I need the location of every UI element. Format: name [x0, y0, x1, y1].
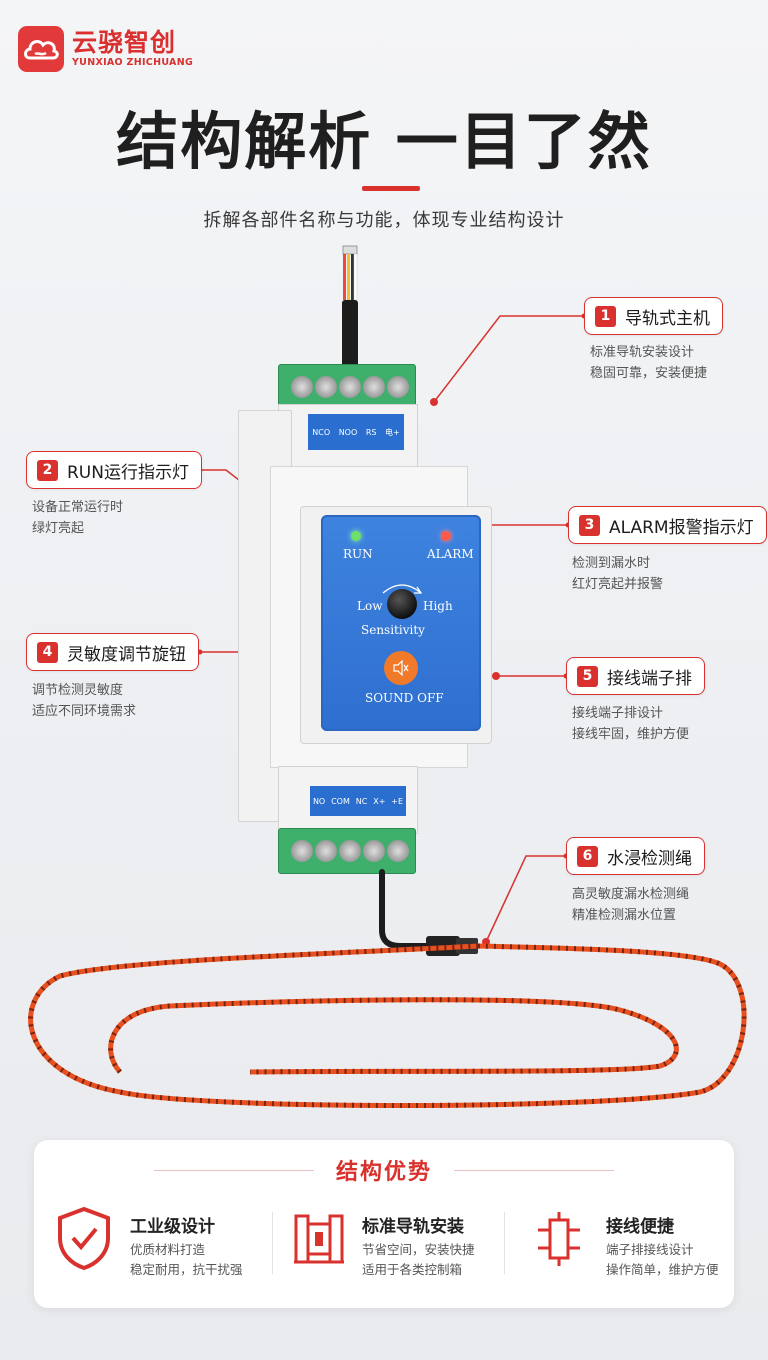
high-label: High [423, 599, 453, 613]
terminal-screw [315, 376, 337, 398]
callout-terminal-block: 5 接线端子排 [566, 657, 705, 695]
top-terminal-block [278, 364, 416, 410]
brand-logo: 云骁智创 YUNXIAO ZHICHUANG [18, 26, 193, 72]
title-line-right [454, 1170, 614, 1171]
terminal-screw [339, 840, 361, 862]
bottom-terminal-block [278, 828, 416, 874]
advantage-title: 标准导轨安装 [362, 1217, 464, 1237]
title-line-left [154, 1170, 314, 1171]
callout-water-rope: 6 水浸检测绳 [566, 837, 705, 875]
sound-off-label: SOUND OFF [365, 691, 444, 705]
leader-line-1 [433, 315, 584, 403]
sound-off-button[interactable] [384, 651, 418, 685]
shield-check-icon [58, 1206, 110, 1271]
page-title: 结构解析 一目了然 [116, 105, 652, 178]
callout-label: 导轨式主机 [625, 308, 710, 329]
callout-run-indicator: 2 RUN运行指示灯 [26, 451, 202, 489]
callout-desc-2: 设备正常运行时 绿灯亮起 [32, 500, 124, 536]
run-label: RUN [343, 547, 373, 561]
terminal-connector-icon [538, 1212, 580, 1266]
advantage-item-industrial [54, 1206, 114, 1274]
top-terminal-labels: NCO NOO RS 电+ [308, 414, 404, 450]
callout-number: 1 [595, 305, 616, 327]
callout-desc-5: 接线端子排设计 接线牢固，维护方便 [572, 706, 690, 742]
terminal-screw [291, 376, 313, 398]
run-led [351, 531, 361, 541]
water-detection-rope [28, 869, 747, 1108]
callout-rail-host: 1 导轨式主机 [584, 297, 723, 335]
speaker-mute-icon [393, 660, 409, 676]
advantage-title: 工业级设计 [130, 1217, 215, 1237]
title-underline [362, 186, 420, 191]
terminal-screw [339, 376, 361, 398]
callout-number: 5 [577, 665, 598, 687]
control-panel: RUN ALARM Low High Sensitivity SOUND OFF [321, 515, 481, 731]
callout-desc-4: 调节检测灵敏度 适应不同环境需求 [32, 683, 137, 719]
callout-number: 3 [579, 514, 600, 536]
divider [272, 1212, 273, 1274]
terminal-screw [387, 376, 409, 398]
callout-sensitivity-knob: 4 灵敏度调节旋钮 [26, 633, 199, 671]
leader-line-6 [485, 855, 566, 943]
terminal-screw [387, 840, 409, 862]
callout-number: 4 [37, 641, 58, 663]
device-illustration: NCO NOO RS 电+ RUN ALARM Low High Sensiti… [28, 245, 747, 1108]
cloud-logo-icon [18, 26, 64, 72]
brand-name-en: YUNXIAO ZHICHUANG [72, 57, 194, 68]
advantage-desc: 节省空间，安装快捷 适用于各类控制箱 [362, 1242, 475, 1277]
callout-desc-6: 高灵敏度漏水检测绳 精准检测漏水位置 [572, 887, 690, 923]
brand-name-cn: 云骁智创 [72, 28, 177, 57]
advantages-title: 结构优势 [335, 1160, 432, 1185]
callout-number: 6 [577, 845, 598, 867]
terminal-screw [291, 840, 313, 862]
low-label: Low [357, 599, 383, 613]
callout-desc-1: 标准导轨安装设计 稳固可靠，安装便捷 [590, 345, 708, 381]
callout-number: 2 [37, 459, 58, 481]
alarm-led [441, 531, 451, 541]
rotation-arrow-icon [382, 584, 423, 594]
advantage-title: 接线便捷 [606, 1217, 674, 1237]
callout-desc-3: 检测到漏水时 红灯亮起并报警 [572, 556, 664, 592]
terminal-screw [363, 840, 385, 862]
advantage-desc: 端子排接线设计 操作简单，维护方便 [606, 1242, 719, 1277]
callout-label: RUN运行指示灯 [67, 462, 189, 483]
advantage-desc: 优质材料打造 稳定耐用，抗干扰强 [130, 1242, 243, 1277]
callout-label: 水浸检测绳 [607, 848, 692, 869]
sensitivity-label: Sensitivity [361, 623, 425, 637]
sensitivity-knob[interactable] [387, 589, 417, 619]
signal-cable [342, 245, 358, 374]
advantages-card: 结构优势 工业级设计 优质材料打造 稳定耐用，抗干扰强 标准导轨安装 节省空间，… [34, 1140, 734, 1308]
bottom-terminal-labels: NO COM NC X+ +E [310, 786, 406, 816]
callout-alarm-indicator: 3 ALARM报警指示灯 [568, 506, 767, 544]
callout-label: 接线端子排 [607, 668, 692, 689]
page-subtitle: 拆解各部件名称与功能，体现专业结构设计 [203, 210, 565, 231]
callout-label: 灵敏度调节旋钮 [67, 644, 186, 665]
advantage-item-rail [292, 1210, 346, 1272]
callout-label: ALARM报警指示灯 [609, 517, 754, 538]
divider [504, 1212, 505, 1274]
terminal-screw [363, 376, 385, 398]
alarm-label: ALARM [427, 547, 474, 561]
advantage-item-wiring [534, 1210, 584, 1272]
terminal-screw [315, 840, 337, 862]
din-rail-icon [294, 1214, 344, 1264]
